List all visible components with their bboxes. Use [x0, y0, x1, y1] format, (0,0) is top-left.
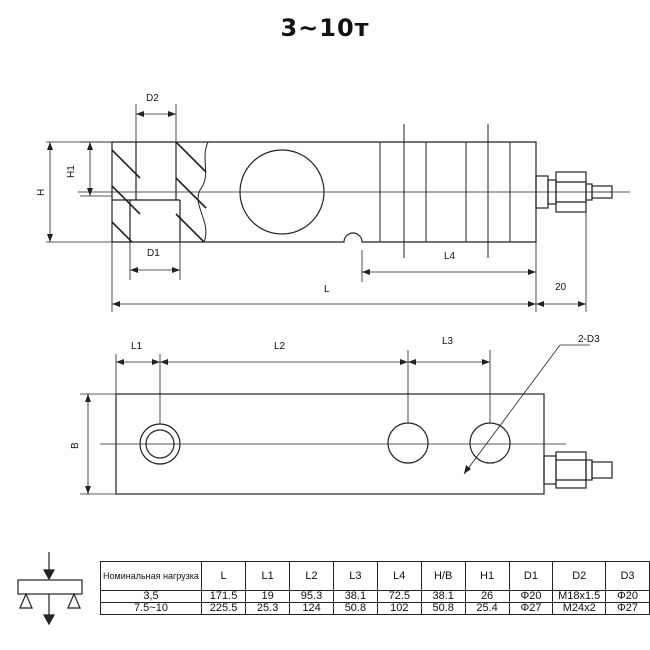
- dim-label-holes: 2-D3: [578, 334, 600, 345]
- table-cell: 26: [464, 590, 510, 603]
- spec-table: Номинальная нагрузка L L1 L2 L3 L4 H/B H…: [100, 561, 650, 615]
- table-row: 3,5 171.5 19 95.3 38.1 72.5 38.1 26 Φ20 …: [100, 590, 650, 603]
- dim-label-l4: L4: [444, 251, 456, 262]
- break-line: [197, 141, 209, 243]
- table-cell: 225.5: [200, 602, 247, 615]
- support-right: [67, 592, 81, 609]
- counterbore-hole-inner: [145, 429, 175, 459]
- table-cell: Φ20: [605, 590, 650, 603]
- table-cell: 38.1: [332, 590, 378, 603]
- table-cell: M18x1.5: [552, 590, 607, 603]
- top-view: [80, 344, 613, 495]
- table-header-row: Номинальная нагрузка L L1 L2 L3 L4 H/B H…: [100, 561, 650, 591]
- dim-label-h1: H1: [66, 165, 77, 178]
- table-header-cell: L4: [376, 561, 422, 591]
- table-cell: 95.3: [289, 590, 334, 603]
- beam-body-outline: [111, 141, 537, 243]
- cable-gland-top: [543, 451, 613, 489]
- table-cell: 38.1: [420, 590, 466, 603]
- table-header-cell: L2: [289, 561, 334, 591]
- table-cell: 25.4: [464, 602, 510, 615]
- table-cell: 25.3: [245, 602, 291, 615]
- table-header-cell: D3: [605, 561, 650, 591]
- dim-label-d2: D2: [146, 93, 159, 104]
- dim-label-l1: L1: [131, 341, 143, 352]
- table-cell: 72.5: [376, 590, 422, 603]
- page-title: 3~10т: [280, 14, 370, 42]
- table-cell: 50.8: [332, 602, 378, 615]
- table-header-cell: L3: [332, 561, 378, 591]
- load-symbol-beam: [17, 579, 83, 595]
- dim-label-h: H: [36, 189, 47, 196]
- side-view: [46, 104, 630, 312]
- table-cell: 124: [289, 602, 334, 615]
- table-header-cell: L: [200, 561, 247, 591]
- cable-gland: [535, 171, 613, 213]
- dim-label-d1: D1: [147, 248, 160, 259]
- dim-label-cable: 20: [555, 282, 567, 293]
- mounting-hole-right: [469, 422, 511, 464]
- dim-label-l2: L2: [274, 341, 286, 352]
- table-header-cell: H/B: [420, 561, 466, 591]
- table-header-cell: Номинальная нагрузка: [100, 561, 202, 591]
- table-cell: Φ27: [508, 602, 554, 615]
- table-row: 7.5~10 225.5 25.3 124 50.8 102 50.8 25.4…: [100, 602, 650, 615]
- dim-label-b: B: [70, 442, 81, 449]
- table-cell: 102: [376, 602, 422, 615]
- table-cell: M24x2: [552, 602, 607, 615]
- table-cell: 7.5~10: [100, 602, 202, 615]
- table-cell: Φ27: [605, 602, 650, 615]
- mounting-hole-left: [387, 422, 429, 464]
- table-cell: 19: [245, 590, 291, 603]
- table-cell: 50.8: [420, 602, 466, 615]
- dim-label-l3: L3: [442, 336, 454, 347]
- table-header-cell: D1: [508, 561, 554, 591]
- table-cell: Φ20: [508, 590, 554, 603]
- table-header-cell: H1: [464, 561, 510, 591]
- support-left: [19, 592, 33, 609]
- table-cell: 3,5: [100, 590, 202, 603]
- dim-label-l: L: [324, 284, 330, 295]
- table-header-cell: D2: [552, 561, 607, 591]
- table-header-cell: L1: [245, 561, 291, 591]
- table-cell: 171.5: [200, 590, 247, 603]
- load-direction-symbol: [17, 552, 83, 626]
